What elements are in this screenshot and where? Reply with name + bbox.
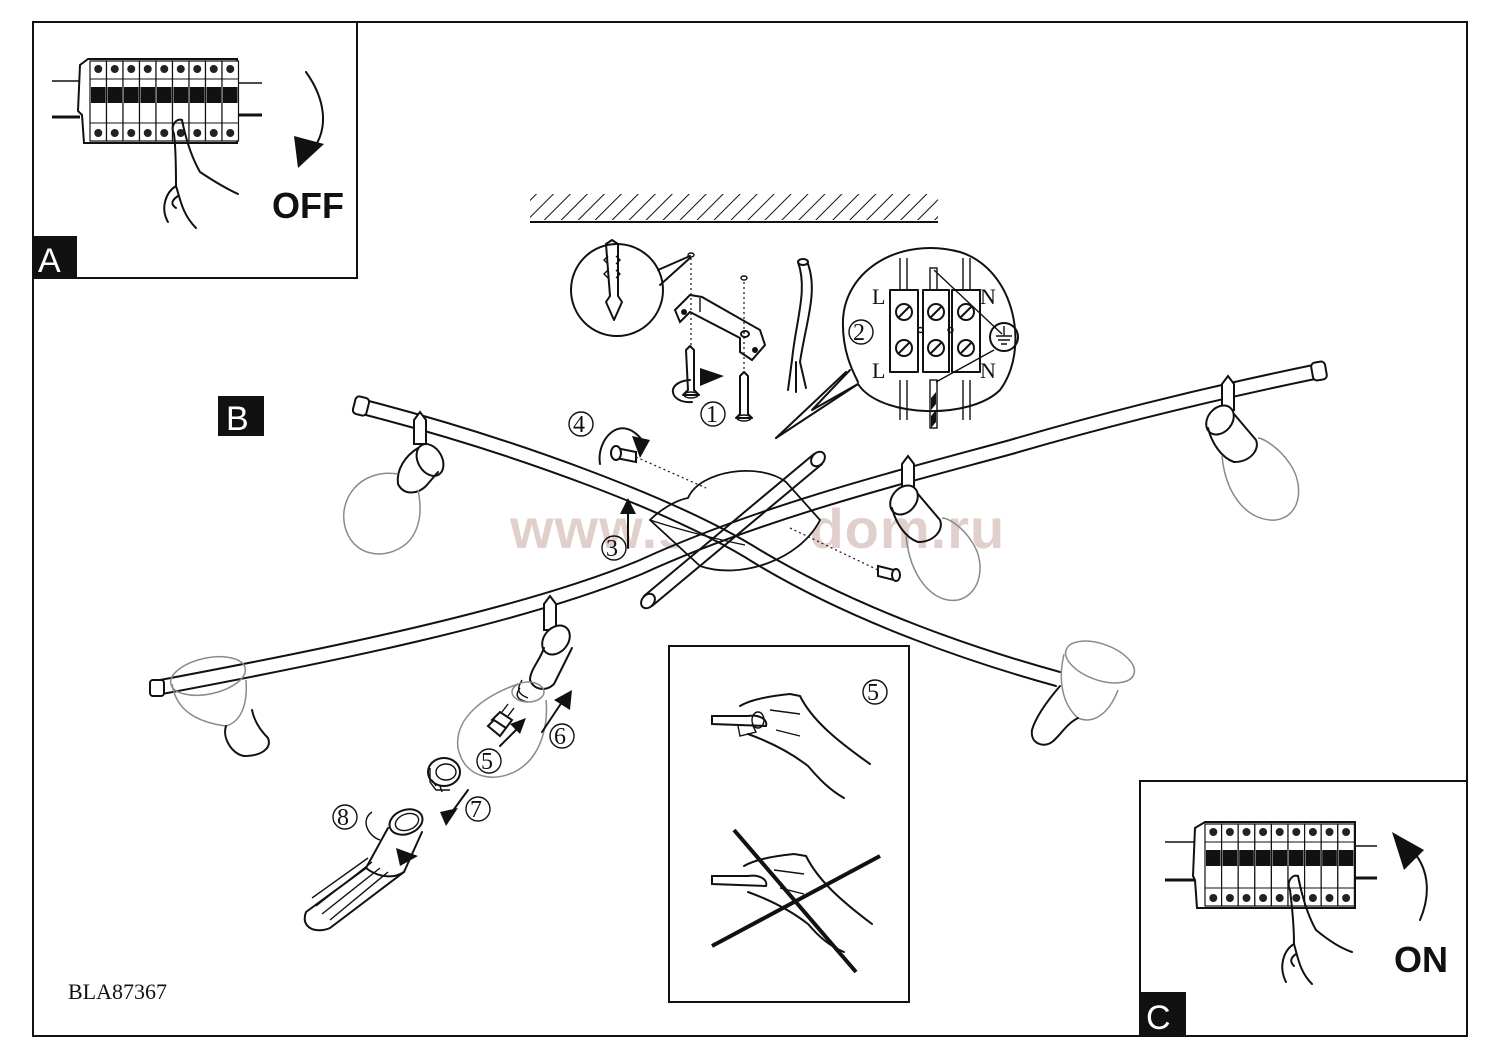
step-7-number: 7 (470, 797, 482, 823)
live-top-label: L (872, 284, 885, 309)
breaker-switch (223, 87, 238, 103)
panel-b-assembly: B (68, 194, 1328, 1004)
spotlight-center-right (889, 454, 981, 602)
arrow-head-icon (554, 690, 572, 710)
neutral-top-label: N (980, 284, 996, 309)
panel-c-switch-on: ON C (1139, 780, 1468, 1037)
breaker-switch (124, 87, 139, 103)
step-5-number: 5 (481, 749, 493, 775)
arrow-head-icon (510, 718, 526, 734)
arrow-head-icon (700, 368, 724, 386)
breaker-switch (1305, 850, 1321, 866)
breaker-switch (1322, 850, 1337, 866)
breaker-switch (1239, 850, 1254, 866)
arrow-head-icon (396, 848, 418, 866)
breaker-switch (91, 87, 106, 103)
step-5-detail-number: 5 (867, 680, 879, 706)
spotlight-top-left (343, 410, 445, 555)
step-8-number: 8 (337, 805, 349, 831)
breaker-switch (157, 87, 172, 103)
breaker-switch (190, 87, 205, 103)
spotlight-bottom-center: 5 6 (456, 594, 575, 778)
breaker-switch (1222, 850, 1238, 866)
panel-a-letter: A (38, 242, 61, 280)
breaker-switch (173, 87, 188, 103)
model-code: BLA87367 (68, 979, 167, 1004)
panel-a-switch-off: OFF A (32, 21, 358, 280)
panel-b-badge (218, 396, 264, 436)
breaker-switch (1206, 850, 1221, 866)
breaker-switch (1255, 850, 1271, 866)
retaining-ring: 7 (427, 757, 491, 826)
panel-b-letter: B (226, 400, 249, 438)
bulb-handling-detail: 5 (668, 645, 910, 1003)
arrow-head-icon (440, 808, 458, 826)
spotlight-bottom-right (1030, 640, 1136, 746)
step-6-number: 6 (554, 724, 566, 750)
wall-plug-detail (570, 239, 695, 337)
cross-out-line (711, 854, 881, 948)
arrow-head-icon (632, 436, 650, 458)
panel-c-letter: C (1146, 999, 1171, 1037)
ceiling (530, 194, 938, 223)
spotlight-top-right (1205, 374, 1300, 521)
breaker-switch (1272, 850, 1287, 866)
glass-cone: 8 (303, 804, 424, 932)
screws: 1 (671, 345, 753, 428)
arrow-head-icon (1392, 832, 1424, 870)
mounting-bracket (673, 258, 767, 372)
panel-a-badge (33, 236, 77, 278)
off-label: OFF (272, 185, 344, 226)
lamp-arms (149, 360, 1328, 697)
step-1-number: 1 (706, 402, 718, 428)
panel-c-badge (1140, 992, 1186, 1036)
circuit-breaker-panel-c (1165, 821, 1377, 909)
neutral-bottom-label: N (980, 358, 996, 383)
hand-with-cloth-correct (711, 693, 871, 799)
arrow-head-icon (294, 136, 324, 168)
step-3-number: 3 (606, 536, 618, 562)
canopy-screws: 4 3 (568, 411, 901, 582)
breaker-switch (1289, 850, 1304, 866)
circuit-breaker-panel-a (52, 58, 262, 144)
wiring-terminal-detail: 2 L N L N (775, 247, 1019, 439)
supply-cable (787, 258, 813, 393)
bare-hand-incorrect (711, 828, 881, 974)
step-2-number: 2 (853, 320, 865, 346)
spotlight-bottom-left (169, 655, 270, 757)
breaker-switch (140, 87, 155, 103)
rotation-arrow-down (305, 71, 324, 149)
step-4-number: 4 (573, 412, 585, 438)
breaker-switch (206, 87, 221, 103)
breaker-switch (107, 87, 122, 103)
earth-icon (989, 322, 1019, 352)
live-bottom-label: L (872, 358, 885, 383)
breaker-switch (1338, 850, 1354, 866)
arrow-head-icon (620, 498, 636, 514)
on-label: ON (1394, 939, 1448, 980)
page-border (32, 21, 1468, 1037)
